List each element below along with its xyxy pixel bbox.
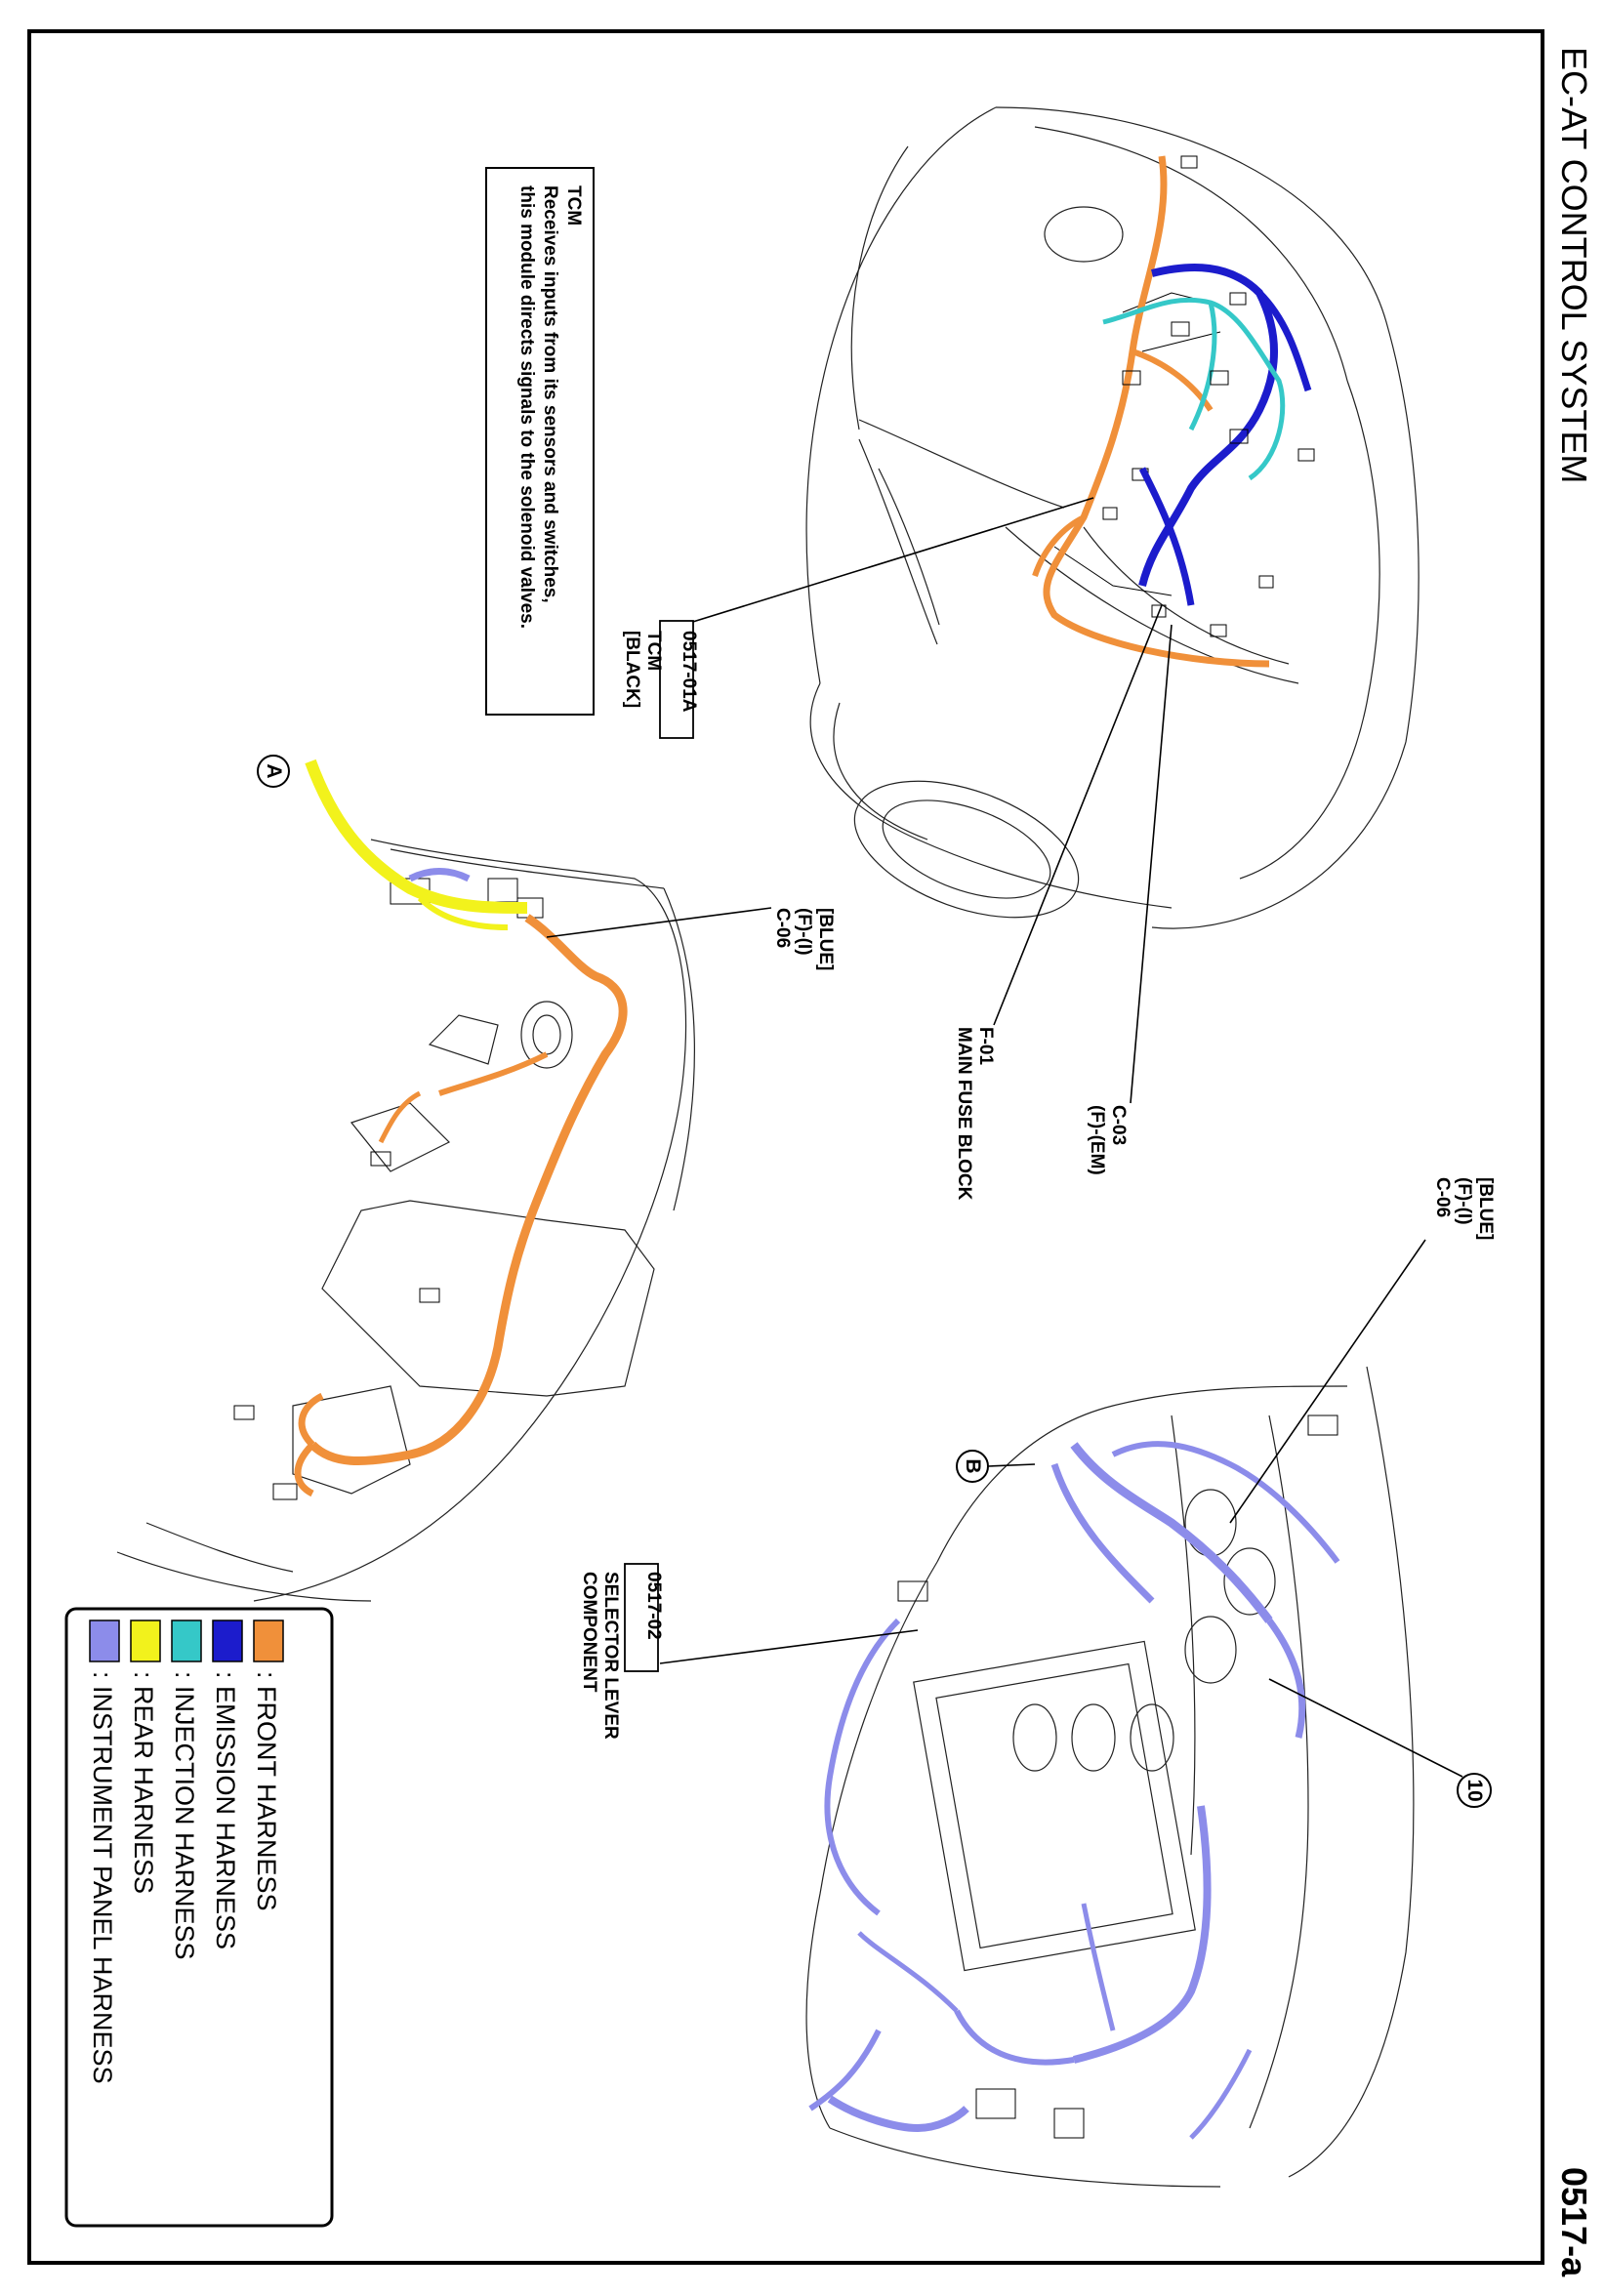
f01-callout: F-01 MAIN FUSE BLOCK <box>954 604 1163 1201</box>
tcm-callout: 0517-01A TCM [BLACK] <box>622 497 1094 739</box>
cowl-harnesses <box>294 758 628 1497</box>
c06-panel-harness: (F)-(I) <box>1454 1177 1474 1225</box>
svg-text:B: B <box>962 1458 984 1473</box>
svg-text:A: A <box>263 763 285 778</box>
legend-swatch <box>253 1620 284 1662</box>
marker-a: A <box>257 755 290 788</box>
engine-compartment-illustration <box>805 106 1420 929</box>
c03-harness: (F)-(EM) <box>1087 1105 1107 1175</box>
tcm-callout-name: TCM <box>643 631 664 671</box>
selector-line1: SELECTOR LEVER <box>600 1572 621 1740</box>
instrument-panel-illustration <box>805 1366 1415 2188</box>
tcm-heading: TCM <box>563 185 584 226</box>
legend-item: : REAR HARNESS <box>129 1620 161 1894</box>
tcm-description-box: TCM Receives inputs from its sensors and… <box>485 167 595 716</box>
instrument-panel-harness <box>808 1441 1340 2140</box>
c03-callout: C-03 (F)-(EM) <box>1087 624 1173 1175</box>
page-border <box>27 29 1544 2265</box>
engine-harnesses <box>1032 155 1312 668</box>
legend-label: : INSTRUMENT PANEL HARNESS <box>88 1671 117 2084</box>
tcm-description-line1: Receives inputs from its sensors and swi… <box>540 185 560 603</box>
c06-cowl-callout: [BLUE] (F)-(I) C-06 <box>546 907 836 970</box>
c06-panel-code: C-06 <box>1432 1177 1453 1217</box>
selector-lever-callout: 0517-02 SELECTOR LEVER COMPONENT <box>579 1563 919 1740</box>
tcm-description-line2: this module directs signals to the solen… <box>516 185 537 629</box>
cowl-floor-illustration <box>116 839 695 1602</box>
tcm-callout-code: 0517-01A <box>679 631 699 713</box>
selector-code: 0517-02 <box>643 1572 664 1640</box>
legend-label: : REAR HARNESS <box>129 1671 158 1894</box>
c06-cowl-color: [BLUE] <box>815 908 836 970</box>
selector-line2: COMPONENT <box>579 1572 599 1693</box>
c06-cowl-code: C-06 <box>772 908 793 948</box>
legend-swatch <box>171 1620 202 1662</box>
c06-cowl-harness: (F)-(I) <box>794 908 814 956</box>
page-title: EC-AT CONTROL SYSTEM <box>1554 47 1594 483</box>
legend-label: : EMISSION HARNESS <box>211 1671 240 1949</box>
legend-swatch <box>89 1620 120 1662</box>
legend-item: : INSTRUMENT PANEL HARNESS <box>88 1620 120 2084</box>
marker-b: B <box>956 1450 1036 1483</box>
legend-label: : FRONT HARNESS <box>252 1671 281 1911</box>
legend-swatch <box>130 1620 161 1662</box>
c06-panel-color: [BLUE] <box>1475 1177 1496 1240</box>
f01-code: F-01 <box>975 1027 996 1066</box>
f01-name: MAIN FUSE BLOCK <box>954 1027 974 1201</box>
c06-panel-callout: [BLUE] (F)-(I) C-06 <box>1229 1177 1496 1524</box>
legend-label: : INJECTION HARNESS <box>170 1671 199 1960</box>
c03-code: C-03 <box>1108 1105 1129 1145</box>
legend-swatch <box>212 1620 243 1662</box>
legend-item: : INJECTION HARNESS <box>170 1620 202 1960</box>
legend-item: : EMISSION HARNESS <box>211 1620 243 1949</box>
tcm-callout-color: [BLACK] <box>622 631 642 708</box>
harness-legend: : FRONT HARNESS : EMISSION HARNESS : INJEC… <box>64 1607 334 2228</box>
svg-text:10: 10 <box>1463 1779 1486 1801</box>
legend-item: : FRONT HARNESS <box>252 1620 284 1911</box>
marker-10: 10 <box>1268 1678 1492 1808</box>
page-code: 0517-a <box>1554 2167 1594 2277</box>
